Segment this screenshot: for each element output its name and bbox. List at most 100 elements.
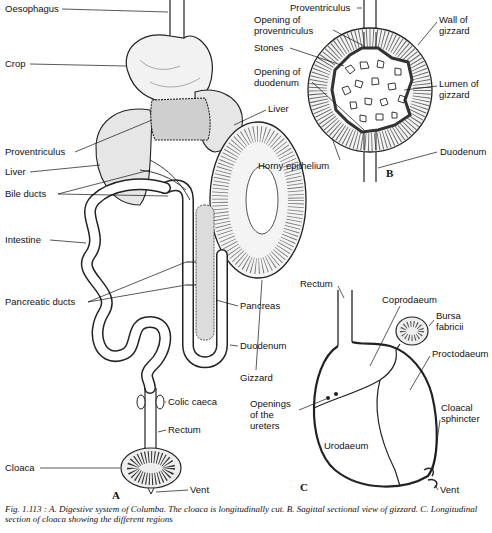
part-label: Oesophagus	[5, 3, 59, 14]
part-label: Coprodaeum	[382, 294, 437, 305]
leader-lines	[62, 9, 168, 12]
cloaca-section	[396, 317, 428, 345]
duodenum-loop	[165, 185, 222, 362]
part-label: Proventriculus	[290, 2, 350, 13]
part-label: Wall of gizzard	[439, 14, 489, 36]
stones	[372, 78, 379, 85]
stones	[398, 95, 405, 103]
leader-lines	[338, 286, 344, 298]
proventriculus	[151, 98, 210, 140]
part-label: Horny epithelium	[258, 160, 329, 171]
part-label: Openings of the ureters	[250, 398, 300, 431]
leader-lines	[30, 64, 126, 66]
leader-lines	[357, 8, 362, 9]
oesophagus	[170, 0, 184, 38]
gizzard	[246, 166, 278, 234]
gizzard-section	[364, 32, 376, 150]
part-label: Proctodaeum	[432, 348, 489, 359]
stones	[376, 114, 383, 120]
part-label: Vent	[440, 484, 459, 495]
stones	[342, 60, 405, 122]
cloaca	[148, 488, 154, 494]
panel-letter: A	[112, 490, 120, 501]
rectum	[137, 388, 164, 450]
pancreas	[196, 205, 214, 340]
cloaca-section	[403, 324, 421, 338]
leader-lines	[312, 82, 364, 130]
part-label: Vent	[190, 484, 209, 495]
leader-lines	[50, 240, 86, 243]
part-label: Bursa fabricii	[436, 310, 488, 332]
part-label: Rectum	[168, 424, 201, 435]
duodenum-loop	[165, 185, 222, 362]
leader-lines	[378, 152, 437, 168]
leader-lines	[75, 120, 152, 152]
stones	[365, 98, 372, 105]
gizzard-section	[308, 28, 432, 152]
leader-lines	[30, 8, 440, 492]
leader-lines	[370, 306, 400, 366]
stones	[355, 80, 363, 88]
pancreatic-ducts	[186, 262, 196, 285]
rectum	[145, 388, 156, 450]
gizzard-section	[364, 150, 376, 182]
leader-lines	[429, 320, 434, 326]
rectum	[156, 395, 164, 409]
bile-ducts	[140, 160, 190, 200]
leader-lines	[40, 468, 120, 469]
part-label: Rectum	[300, 278, 333, 289]
leader-lines	[332, 138, 340, 160]
proventriculus	[151, 98, 210, 140]
stones	[377, 60, 384, 68]
stones	[380, 98, 388, 106]
stones	[345, 65, 355, 74]
bile-ducts	[140, 160, 190, 200]
leader-lines	[433, 420, 440, 470]
part-label: Duodenum	[240, 340, 286, 351]
cloaca	[121, 448, 181, 488]
leader-lines	[30, 165, 100, 172]
panel-letter: B	[386, 168, 393, 179]
part-label: Proventriculus	[5, 146, 65, 157]
cloaca-section	[314, 290, 437, 488]
oesophagus	[170, 0, 184, 38]
leader-lines	[58, 170, 168, 196]
part-label: Urodaeum	[324, 440, 368, 451]
stones	[360, 115, 366, 122]
part-label: Opening of proventriculus	[254, 14, 332, 36]
crop	[140, 60, 200, 87]
part-label: Duodenum	[440, 146, 486, 157]
pancreas	[196, 205, 214, 340]
cloaca	[133, 457, 169, 479]
stones	[392, 112, 397, 118]
part-label: Cloaca	[5, 462, 35, 473]
cloaca-section	[338, 290, 352, 346]
leader-lines	[216, 300, 238, 306]
leader-lines	[299, 399, 326, 410]
part-label: Pancreas	[240, 300, 280, 311]
leader-lines	[156, 490, 188, 492]
part-label: Bile ducts	[5, 188, 46, 199]
leader-lines	[234, 110, 266, 125]
cloaca-section	[377, 380, 400, 486]
stones	[395, 68, 401, 75]
cloaca-section	[326, 396, 330, 400]
leader-lines	[333, 30, 364, 46]
part-label: Crop	[5, 58, 26, 69]
gizzard-section	[308, 0, 432, 182]
leader-lines	[418, 22, 437, 45]
leader-lines	[410, 356, 430, 390]
part-label: Lumen of gizzard	[439, 78, 489, 100]
duodenum-loop	[165, 185, 222, 362]
leader-lines	[290, 48, 344, 66]
cloaca-section	[314, 342, 437, 487]
part-label: Intestine	[5, 234, 41, 245]
rectum	[137, 395, 145, 409]
stones	[388, 83, 396, 90]
leader-lines	[256, 280, 262, 370]
cloaca	[121, 448, 181, 494]
leader-lines	[165, 402, 166, 403]
stones	[342, 86, 351, 95]
part-label: Liver	[5, 166, 26, 177]
